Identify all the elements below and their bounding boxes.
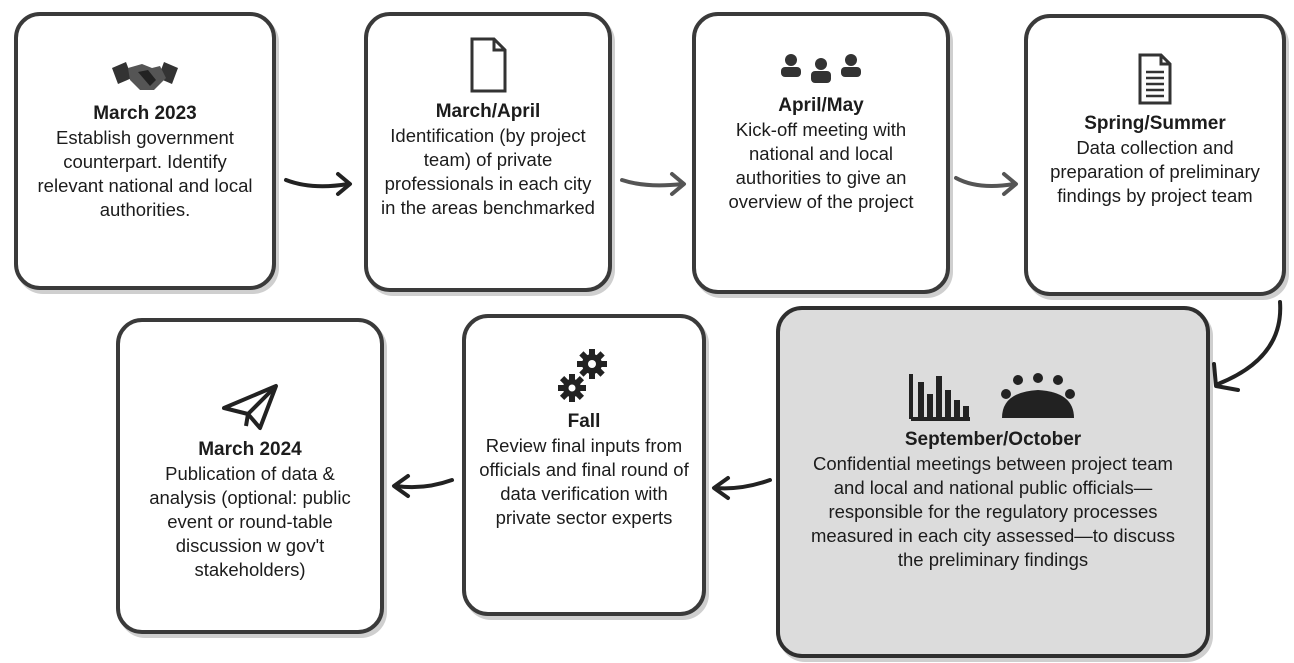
arrow-step5-to-step6 <box>712 476 772 500</box>
icon-row <box>908 372 1078 422</box>
step-title: Fall <box>567 411 601 432</box>
step-description: Review final inputs from officials and f… <box>479 435 689 528</box>
meeting-group-icon <box>781 54 861 83</box>
arrow-step3-to-step4 <box>954 172 1018 196</box>
step-box-march-2024: March 2024 Publication of data & analysi… <box>116 318 384 634</box>
arrow-step2-to-step3 <box>620 172 686 196</box>
gears-icon <box>558 349 607 402</box>
step-title: March 2024 <box>198 439 302 460</box>
arrow-step1-to-step2 <box>284 172 352 196</box>
conference-table-icon <box>1001 373 1075 418</box>
step-box-march-april: March/April Identification (by project t… <box>364 12 612 292</box>
bar-chart-icon <box>909 374 970 421</box>
step-description: Kick-off meeting with national and local… <box>728 119 914 212</box>
step-description: Data collection and preparation of preli… <box>1050 137 1260 206</box>
arrow-step6-to-step7 <box>392 474 454 498</box>
step-box-april-may: April/May Kick-off meeting with national… <box>692 12 950 294</box>
document-icon <box>470 37 507 93</box>
step-description: Publication of data & analysis (optional… <box>149 463 351 580</box>
step-box-march-2023: March 2023 Establish government counterp… <box>14 12 276 290</box>
step-title: Spring/Summer <box>1084 113 1226 134</box>
step-description: Establish government counterpart. Identi… <box>37 127 253 220</box>
step-title: March 2023 <box>93 103 197 124</box>
step-title: September/October <box>904 429 1082 450</box>
step-box-fall: Fall Review final inputs from officials … <box>462 314 706 616</box>
step-box-september-october: September/October Confidential meetings … <box>776 306 1210 658</box>
report-icon <box>1138 53 1172 105</box>
step-description: Identification (by project team) of priv… <box>381 125 595 218</box>
paper-plane-icon <box>222 384 278 430</box>
arrow-step4-to-step5 <box>1212 300 1283 392</box>
step-description: Confidential meetings between project te… <box>810 453 1175 570</box>
step-box-spring-summer: Spring/Summer Data collection and prepar… <box>1024 14 1286 296</box>
step-title: April/May <box>778 95 864 116</box>
handshake-icon <box>112 62 178 90</box>
step-title: March/April <box>435 101 541 122</box>
